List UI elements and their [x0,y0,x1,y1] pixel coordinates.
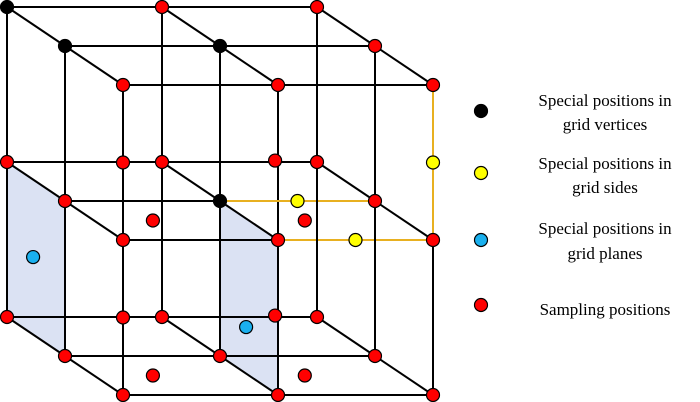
legend-side-label: Special positions in [538,154,672,173]
sampling-point [309,154,325,170]
plane-special-point [239,319,254,335]
sampling-point [57,193,73,209]
shaded-grid-plane [220,201,278,395]
sampling-point [367,38,383,54]
sampling-point [0,154,15,170]
vertex-special-point [57,38,73,54]
grid-edge [6,6,66,47]
sampling-point [309,0,325,15]
grid-edge [374,200,434,241]
sampling-point [367,193,383,209]
sampling-point [297,368,312,383]
sampling-point [309,309,325,325]
sampling-point [57,348,73,364]
sampling-point [115,310,131,325]
sampling-point [367,348,383,364]
sampling-point [297,213,312,228]
grid-edge [316,6,376,47]
sampling-point [268,308,283,323]
vertex-special-point [212,193,228,209]
sampling-point [425,232,441,248]
grid-edge [316,161,376,202]
legend-plane-label: Special positions in [538,219,672,238]
grid-edge [6,161,66,202]
grid-edge [64,355,124,396]
grid-edge [161,161,221,202]
grid-edge [219,355,279,396]
sampling-point [115,77,131,93]
grid-edge [374,355,434,396]
sampling-point [268,153,283,168]
legend-vertex-label: grid vertices [563,115,648,134]
grid-edge [6,316,66,357]
sampling-point [0,309,15,325]
legend-vertex-label: Special positions in [538,91,672,110]
vertex-special-point [0,0,15,15]
grid-edge [219,45,279,86]
legend-sampling-label: Sampling positions [540,300,671,319]
sampling-point [115,232,131,248]
side-special-point [290,193,305,209]
sampling-point [145,213,160,228]
sampling-point [154,154,170,170]
grid-edge [161,316,221,357]
sampling-point [154,0,170,15]
legend-side-label: grid sides [572,178,638,197]
sampling-point [145,368,160,383]
grid-edge [374,45,434,86]
sampling-point [212,348,228,364]
vertex-special-point [212,38,228,54]
legend-sampling-marker [473,297,489,313]
grid-edge [316,316,376,357]
sampling-point [115,155,131,170]
legend-plane-label: grid planes [567,244,642,263]
grid-edge [64,45,124,86]
plane-special-point [25,249,41,265]
grid-edge [219,200,279,241]
sampling-point [270,232,286,248]
side-special-point [425,155,441,170]
legend-vertex-marker [473,103,489,119]
legend-plane-marker [473,232,489,248]
grid-edge [64,200,124,241]
sampling-point [154,309,170,325]
sampling-point [270,77,286,93]
legend-side-marker [473,165,489,181]
sampling-point [425,77,441,93]
grid-edge [161,6,221,47]
side-special-point [348,232,363,248]
